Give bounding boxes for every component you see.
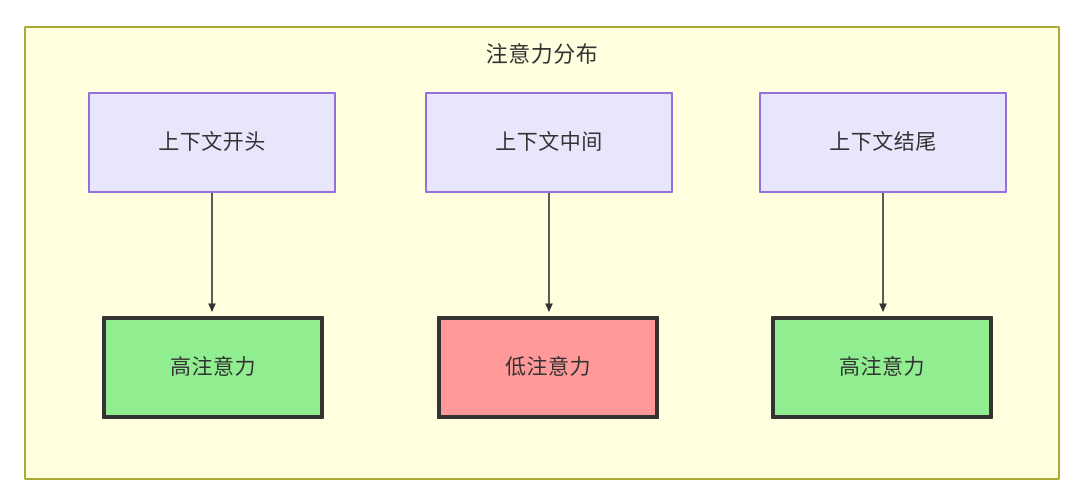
node-context-end-label: 上下文结尾 [829,130,937,154]
node-context-start[interactable]: 上下文开头 [88,92,336,193]
node-attention-high-end-label: 高注意力 [839,355,925,379]
node-attention-low-middle-label: 低注意力 [505,355,591,379]
diagram-title: 注意力分布 [485,42,599,67]
node-attention-high-start[interactable]: 高注意力 [102,316,324,419]
node-context-middle-label: 上下文中间 [495,130,603,154]
node-attention-high-end[interactable]: 高注意力 [771,316,993,419]
node-context-start-label: 上下文开头 [158,130,266,154]
node-attention-low-middle[interactable]: 低注意力 [437,316,659,419]
node-context-end[interactable]: 上下文结尾 [759,92,1007,193]
node-context-middle[interactable]: 上下文中间 [425,92,673,193]
node-attention-high-start-label: 高注意力 [170,355,256,379]
